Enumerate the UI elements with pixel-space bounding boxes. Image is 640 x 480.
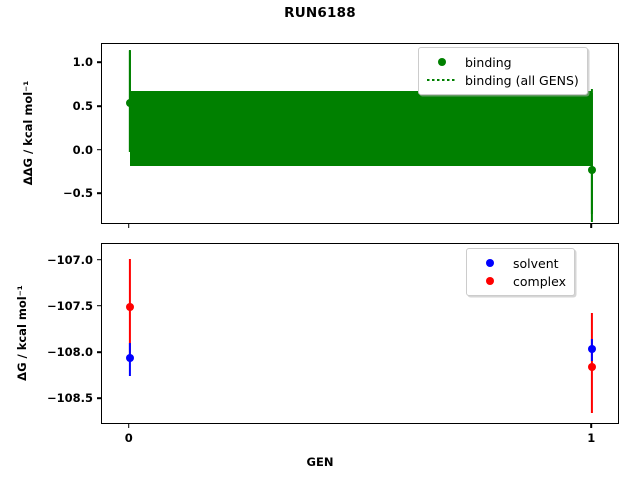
top-panel-ytick-label: 0.0: [72, 142, 93, 157]
complex-marker-gen1: [588, 362, 597, 371]
top-panel-ytick-mark: [97, 105, 101, 107]
top-panel-ytick-mark: [97, 61, 101, 64]
solvent-dot-icon: [473, 259, 507, 267]
legend-label-complex: complex: [513, 273, 566, 289]
bottom-panel-ytick-label: −107.5: [46, 298, 93, 313]
bottom-panel-ytick-mark: [97, 304, 101, 307]
top-panel-ytick-label: 1.0: [72, 55, 93, 70]
top-panel-ytick-mark: [97, 148, 101, 151]
x-axis-tick-label: 1: [587, 431, 596, 445]
top-panel-xtick-mark: [590, 224, 593, 228]
binding-all-gens-dotted-line-icon: [425, 79, 459, 81]
bottom-panel-ytick-mark: [97, 397, 101, 399]
solvent-marker-gen0: [125, 353, 134, 362]
bottom-panel-ytick-label: −107.0: [46, 252, 93, 267]
solvent-marker-gen1: [588, 345, 597, 354]
top-panel-ytick-mark: [97, 192, 101, 195]
bottom-panel-ytick-mark: [97, 258, 101, 261]
bottom-panel-xtick-mark: [590, 424, 593, 428]
bottom-panel-legend[interactable]: solvent complex: [466, 248, 575, 296]
legend-item-complex[interactable]: complex: [473, 272, 566, 290]
legend-label-binding-all-gens: binding (all GENS): [465, 72, 579, 88]
binding-dot-icon: [425, 58, 459, 66]
top-panel-legend[interactable]: binding binding (all GENS): [418, 47, 588, 95]
x-axis-tick-label: 0: [124, 431, 133, 445]
binding-marker-gen0: [125, 98, 134, 107]
bottom-panel-xtick-mark: [127, 424, 130, 428]
legend-label-solvent: solvent: [513, 255, 559, 271]
complex-marker-gen0: [125, 302, 134, 311]
bottom-panel-ytick-label: −108.0: [46, 344, 93, 359]
binding-all-gens-band: [129, 91, 593, 167]
legend-item-binding[interactable]: binding: [425, 53, 579, 71]
legend-item-binding-all-gens[interactable]: binding (all GENS): [425, 71, 579, 89]
binding-marker-gen1: [588, 165, 597, 174]
top-panel-xtick-mark: [127, 224, 130, 228]
top-panel-ytick-label: 0.5: [72, 98, 93, 113]
top-panel-ytick-label: −0.5: [62, 186, 93, 201]
bottom-panel-ytick-mark: [97, 351, 101, 353]
binding-errorbar-gen1: [591, 92, 594, 223]
x-axis-label: GEN: [306, 455, 334, 469]
legend-label-binding: binding: [465, 54, 512, 70]
figure-title: RUN6188: [284, 5, 356, 21]
complex-dot-icon: [473, 277, 507, 285]
bottom-panel-ytick-label: −108.5: [46, 391, 93, 406]
legend-item-solvent[interactable]: solvent: [473, 254, 566, 272]
